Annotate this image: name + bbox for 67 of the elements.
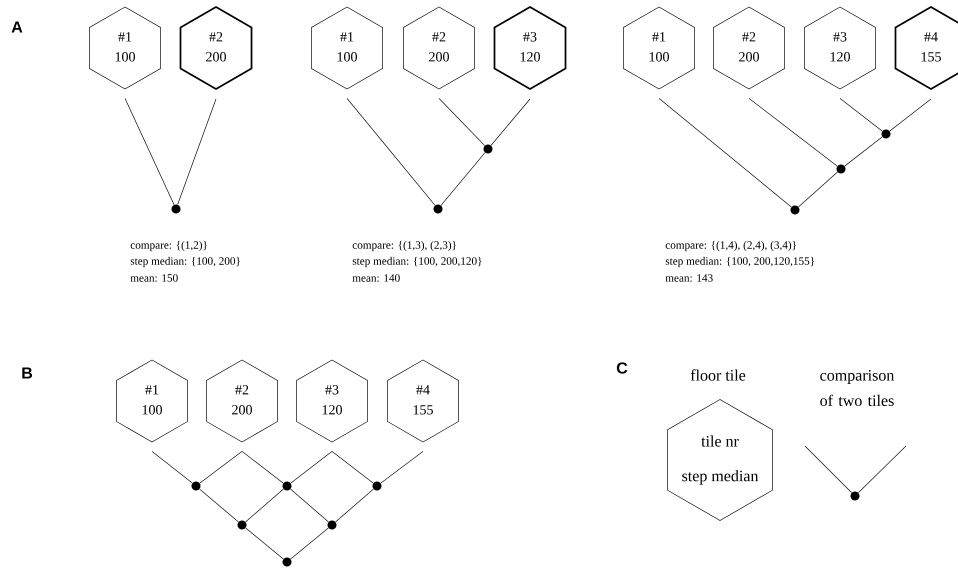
junction-dot [172, 204, 180, 214]
summary-text: step median: {100, 200} [130, 256, 240, 268]
connector-line [177, 98, 216, 205]
hexagon-tile: #2 200 [403, 6, 475, 90]
summary-text: compare: {(1,3), (2,3)} [352, 240, 456, 252]
junction-dot [328, 520, 336, 530]
tile-heading: floor tile [690, 369, 746, 381]
hexagon-tile: #1 100 [116, 360, 188, 442]
summary-text: mean: 143 [666, 274, 713, 282]
connector-line [124, 98, 174, 205]
summary-text: step median: {100, 200,120} [352, 256, 482, 268]
junction-dot [282, 558, 292, 566]
connector-line [840, 98, 883, 132]
junction-dot [238, 520, 246, 530]
summary-text: step median: {100, 200,120,155} [666, 256, 814, 268]
hexagon-tile: #1 100 [623, 6, 695, 90]
connector-line [335, 488, 374, 522]
connector-line [844, 136, 883, 166]
connector-line [438, 98, 486, 146]
junction-dot [850, 492, 860, 500]
connector-line [748, 98, 838, 166]
connector-line [290, 488, 329, 522]
hexagon-tile: #2 200 [713, 6, 785, 90]
junction-dot [192, 482, 200, 490]
hexagon-tile: #3 120 [804, 6, 876, 90]
hexagon-tile: floor tile tile nr step median [667, 369, 773, 521]
summary-text: compare: {(1,2)} [130, 240, 207, 252]
connector-line [152, 451, 193, 484]
caption-text: comparison of two tiles [820, 370, 894, 406]
hexagon-tile: #3 120 [296, 360, 368, 442]
connector-line [804, 446, 852, 493]
connector-line [346, 98, 436, 206]
hexagon-tile: #4 155 [387, 360, 459, 442]
panel-letter: C [616, 362, 628, 374]
junction-dot [836, 164, 846, 174]
connector-line [199, 488, 239, 522]
junction-dot [790, 206, 800, 214]
connector-line [889, 98, 932, 132]
panel-letter: A [12, 22, 22, 32]
connector-line [199, 451, 242, 484]
connector-line [798, 172, 838, 208]
connector-line [245, 488, 284, 522]
hexagon-tile: #2 200 [206, 360, 278, 442]
connector-line [440, 152, 486, 206]
summary-text: mean: 140 [352, 274, 400, 282]
hexagon-tile: #2 200 [180, 6, 252, 90]
summary-text: mean: 150 [130, 274, 178, 282]
junction-dot [434, 204, 442, 214]
hexagon-tile: #1 100 [89, 6, 161, 90]
connector-line [658, 98, 792, 208]
connector-line [490, 98, 530, 146]
hexagon-tile: #3 120 [494, 6, 566, 90]
panel-letter: B [22, 368, 32, 378]
connector-line [245, 528, 284, 560]
connector-line [242, 451, 284, 484]
junction-dot [282, 482, 292, 490]
hexagon-tile: #1 100 [311, 6, 383, 90]
summary-text: compare: {(1,4), (2,4), (3,4)} [666, 240, 796, 252]
connector-line [290, 528, 329, 560]
junction-dot [882, 130, 890, 138]
hexagon-tile: #4 155 [894, 6, 958, 90]
connector-line [332, 451, 374, 484]
junction-dot [484, 144, 492, 154]
connector-line [858, 446, 906, 493]
connector-line [380, 451, 424, 484]
junction-dot [372, 482, 382, 490]
connector-line [290, 451, 332, 484]
